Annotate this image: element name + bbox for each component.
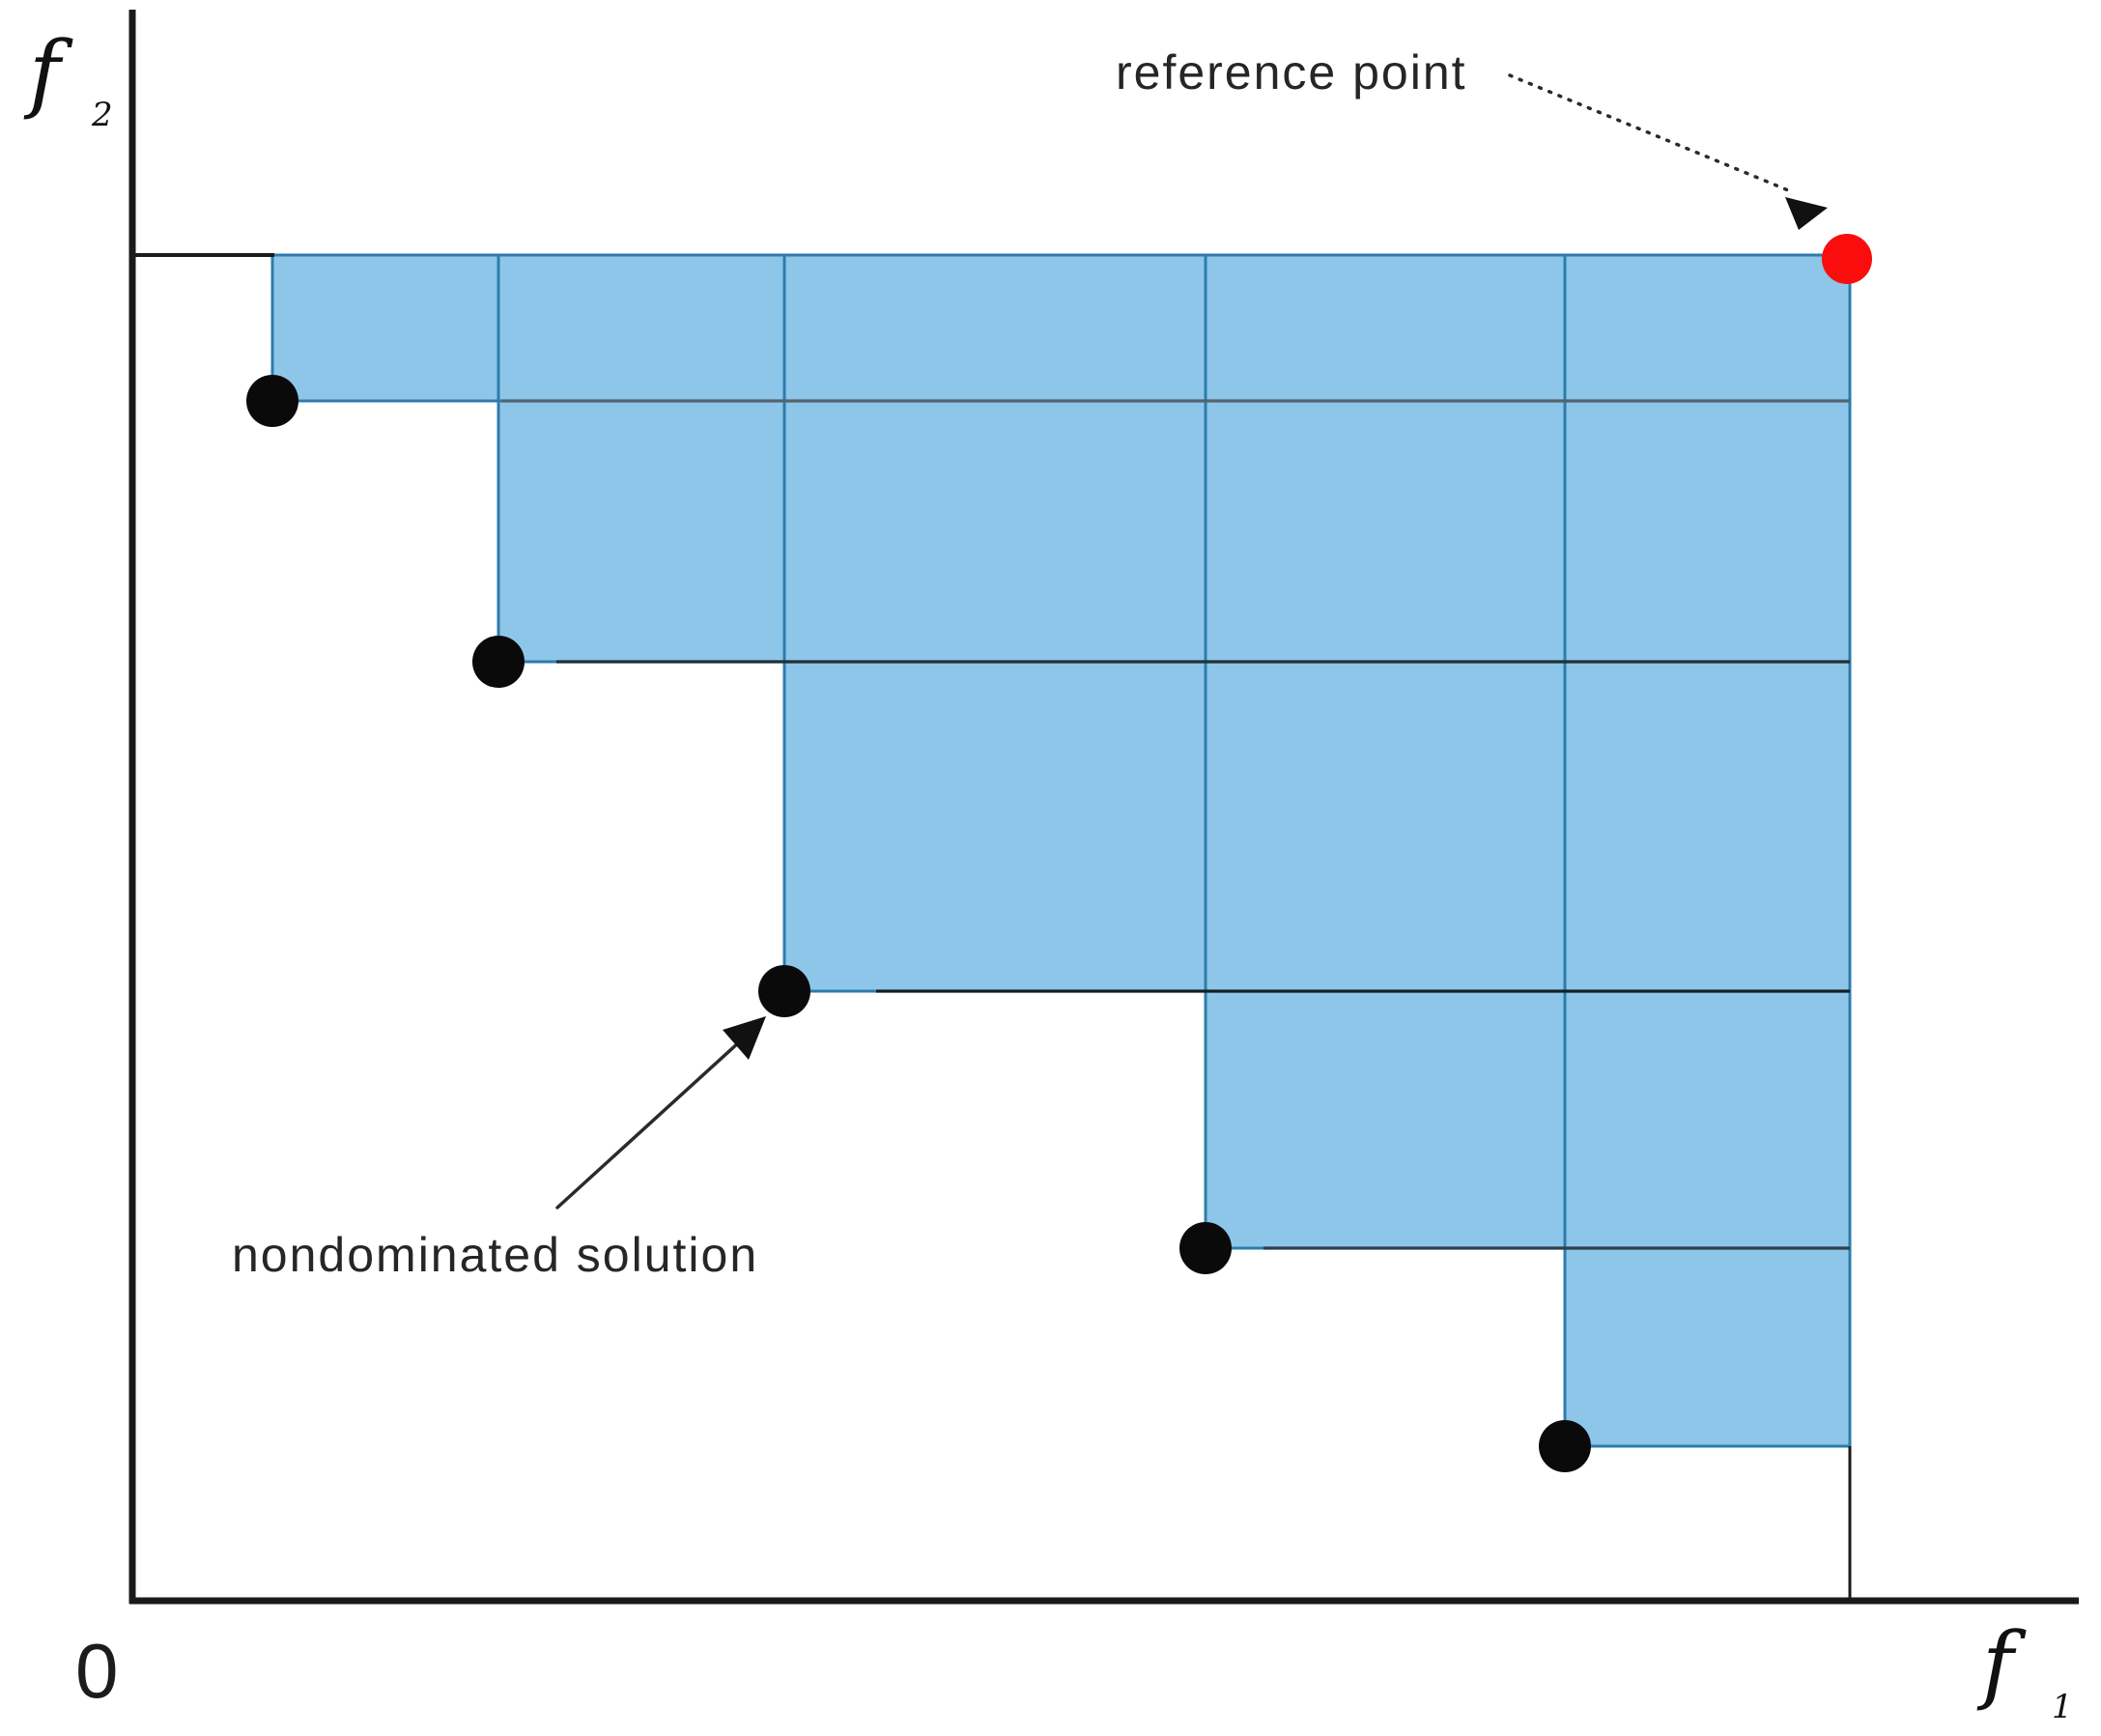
dominated-rect-outline — [1563, 253, 1852, 1448]
reference-point-label: reference point — [1116, 45, 1467, 100]
reference-arrowhead — [1785, 197, 1828, 230]
solution-point — [246, 375, 298, 427]
solution-point — [758, 965, 810, 1017]
solution-arrow-line — [555, 1030, 752, 1210]
solution-point — [472, 636, 525, 688]
solution-point — [1179, 1222, 1232, 1274]
reference-arrow-line — [1508, 73, 1795, 194]
reference-point-dot — [1822, 234, 1872, 284]
x-axis-label: f — [1976, 1613, 2027, 1713]
x-axis-sublabel: 1 — [2052, 1688, 2073, 1726]
solution-arrowhead — [723, 1016, 766, 1060]
nondominated-solution-arrow — [555, 1016, 766, 1210]
y-axis-label: f — [23, 22, 73, 122]
dominated-region-layer — [128, 10, 2079, 1605]
nondominated-solution-label: nondominated solution — [232, 1228, 758, 1282]
origin-label: 0 — [75, 1628, 119, 1714]
points-layer — [246, 234, 1872, 1472]
reference-point-arrow — [1508, 73, 1828, 230]
y-axis-sublabel: 2 — [91, 96, 113, 134]
solution-point — [1539, 1420, 1591, 1472]
dominated-rect-fill — [1565, 255, 1850, 1446]
